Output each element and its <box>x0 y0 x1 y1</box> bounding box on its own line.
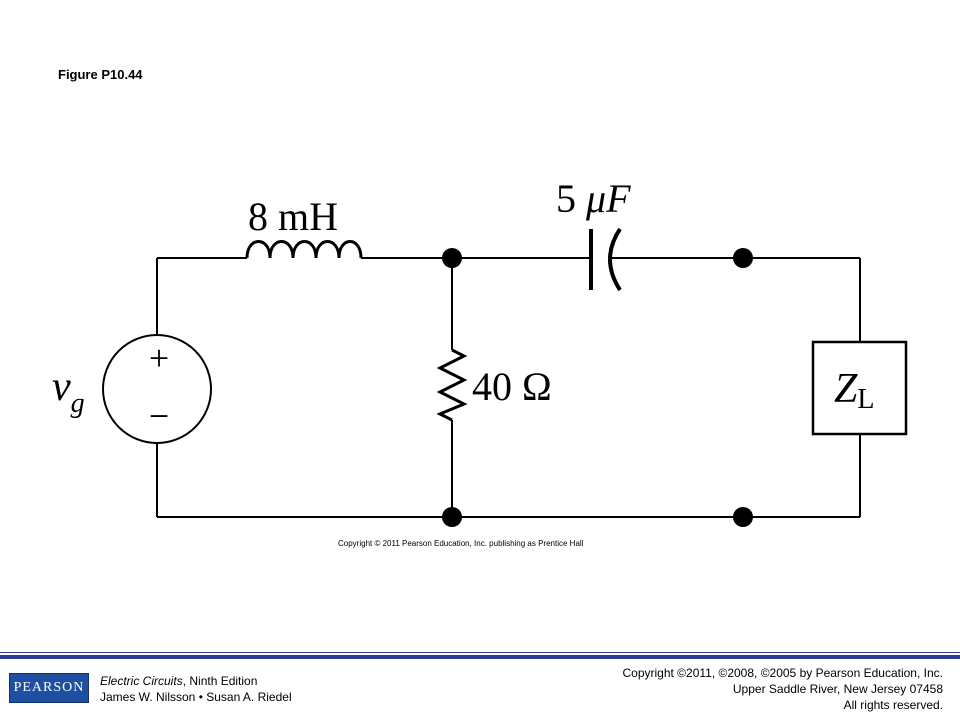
voltage-source-circle <box>102 334 212 444</box>
resistor-zigzag <box>436 348 468 422</box>
book-info: Electric Circuits, Ninth Edition James W… <box>100 673 292 705</box>
footer-divider-thick <box>0 655 960 659</box>
terminal-bottom-right <box>733 507 753 527</box>
load-impedance-box <box>811 340 908 436</box>
pearson-logo: PEARSON <box>9 673 89 703</box>
book-title-line: Electric Circuits, Ninth Edition <box>100 673 292 689</box>
capacitor-label-value: 5 <box>556 176 576 221</box>
resistor-label: 40 Ω <box>472 364 552 409</box>
load-label-sub: L <box>857 384 874 415</box>
load-label: ZL <box>834 366 874 415</box>
node-top-middle <box>442 248 462 268</box>
figure-title: Figure P10.44 <box>58 67 143 82</box>
load-label-main: Z <box>834 366 858 412</box>
rights-line-1: Copyright ©2011, ©2008, ©2005 by Pearson… <box>622 666 943 680</box>
rights-line-2: Upper Saddle River, New Jersey 07458 <box>732 682 943 696</box>
footer: PEARSON Electric Circuits, Ninth Edition… <box>0 659 960 720</box>
inductor-coil <box>245 240 363 259</box>
source-minus-sign: − <box>149 396 169 436</box>
source-label: vg <box>52 364 85 419</box>
capacitor-label-unit: μF <box>585 176 631 221</box>
source-plus-sign: + <box>149 338 169 378</box>
node-bottom-middle <box>442 507 462 527</box>
source-label-main: v <box>52 364 71 410</box>
terminal-top-right <box>733 248 753 268</box>
rights-line-3: All rights reserved. <box>843 698 943 712</box>
rights-notice: Copyright ©2011, ©2008, ©2005 by Pearson… <box>622 665 943 713</box>
inductor-label: 8 mH <box>248 194 338 239</box>
capacitor <box>589 227 622 292</box>
capacitor-plate-curved <box>608 227 622 292</box>
figure-copyright: Copyright © 2011 Pearson Education, Inc.… <box>338 539 584 548</box>
source-label-sub: g <box>71 388 85 419</box>
voltage-source: + − <box>102 334 212 444</box>
book-edition: , Ninth Edition <box>182 674 258 688</box>
footer-divider-thin <box>0 652 960 653</box>
book-title: Electric Circuits <box>100 674 183 688</box>
book-authors: James W. Nilsson • Susan A. Riedel <box>100 690 292 704</box>
pearson-logo-text: PEARSON <box>13 680 85 695</box>
load-impedance <box>811 340 908 436</box>
inductor <box>245 240 363 259</box>
resistor <box>436 348 468 422</box>
